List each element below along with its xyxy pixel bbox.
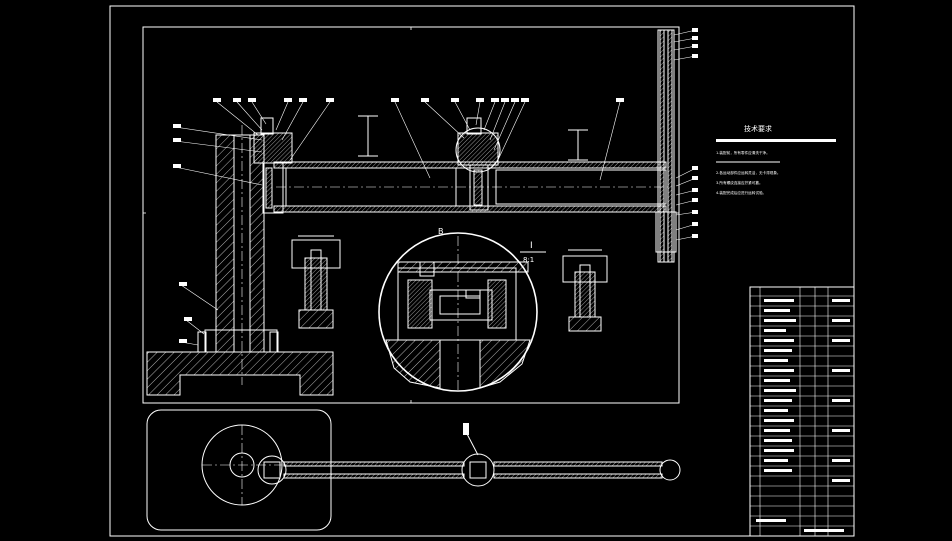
vertical-rod (655, 29, 677, 263)
part-balloons (173, 28, 698, 343)
tech-note-4: 4.装配完成后应进行运转试验。 (716, 190, 766, 195)
title-block (749, 286, 855, 537)
detail-view-circle (378, 232, 538, 392)
detail-label: I 8:1 B (438, 227, 546, 264)
column-assembly (146, 117, 334, 396)
tech-note-3: 3.所有螺纹连接应拧紧可靠。 (716, 180, 763, 185)
horizontal-arm (273, 115, 668, 213)
detail-view-scale: 8:1 (523, 256, 534, 264)
section-detail-left (291, 235, 341, 329)
frame-ticks (143, 27, 679, 403)
top-view (146, 409, 681, 531)
detail-view-label: I (530, 241, 533, 251)
tech-note-2: 2.各运动部件应运转灵活，无卡滞现象。 (716, 170, 781, 175)
leader-b-label: B (438, 227, 444, 236)
outer-border (109, 5, 855, 537)
tech-requirements: 技术要求 1.装配前，所有零件应清洗干净。 2.各运动部件应运转灵活，无卡滞现象… (716, 124, 836, 195)
section-detail-right (562, 249, 608, 332)
tech-requirements-title: 技术要求 (744, 124, 772, 133)
tech-note-1: 1.装配前，所有零件应清洗干净。 (716, 150, 770, 155)
